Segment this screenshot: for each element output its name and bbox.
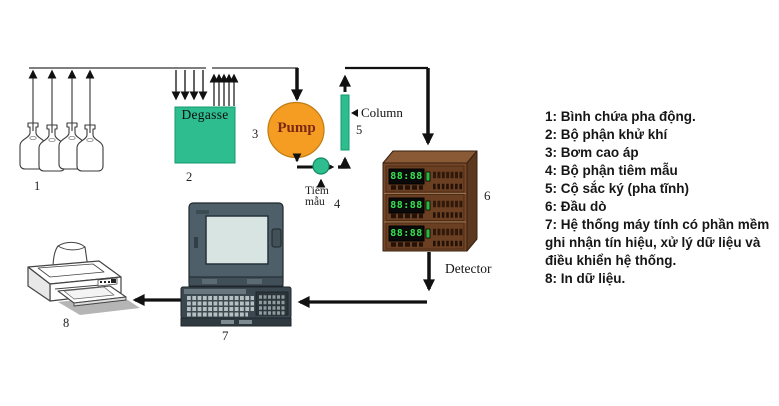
part-number-7: 7 xyxy=(222,328,229,343)
detector-unit xyxy=(382,150,478,252)
part-number-1: 1 xyxy=(34,179,41,193)
part-number-6: 6 xyxy=(484,188,491,203)
injector-label: Tiêm mẫu xyxy=(305,186,329,207)
pump-label: Pump xyxy=(277,120,316,136)
degasser-outlet-arrows xyxy=(209,73,239,106)
column-pointer-icon xyxy=(351,108,358,117)
part-number-5: 5 xyxy=(356,123,363,137)
bottle-tubes xyxy=(28,69,95,133)
part-number-8: 8 xyxy=(63,316,70,330)
printer xyxy=(27,241,140,315)
column-label: Column xyxy=(351,106,403,119)
degasser-inlet-arrows xyxy=(171,70,208,101)
part-number-4: 4 xyxy=(334,197,341,211)
injector-label-line1: Tiêm xyxy=(305,185,329,197)
legend-item: 6: Đầu dò xyxy=(545,199,607,214)
column-label-text: Column xyxy=(361,105,403,120)
legend-item: 2: Bộ phận khử khí xyxy=(545,127,668,142)
column-inlet-elbow xyxy=(338,156,351,169)
degasser-box xyxy=(174,106,236,164)
detector-caption: Detector xyxy=(445,261,492,276)
part-number-3: 3 xyxy=(252,127,259,141)
column-shape xyxy=(340,94,350,151)
legend-item: 1: Bình chứa pha động. xyxy=(545,109,696,124)
legend-item: 7: Hệ thống máy tính có phần mềm ghi nhậ… xyxy=(545,217,770,268)
legend: 1: Bình chứa pha động. 2: Bộ phận khử kh… xyxy=(545,108,779,288)
part-number-2: 2 xyxy=(186,170,193,184)
injector-valve xyxy=(312,157,330,175)
legend-item: 5: Cộ sắc ký (pha tĩnh) xyxy=(545,181,690,196)
degasser-label: Degasse xyxy=(181,107,229,122)
legend-item: 4: Bộ phận tiêm mẫu xyxy=(545,163,678,178)
detector-display-2: 88:88 xyxy=(390,200,423,211)
detector-display-3: 88:88 xyxy=(390,228,423,239)
detector-display-1: 88:88 xyxy=(390,171,423,182)
legend-item: 3: Bơm cao áp xyxy=(545,145,639,160)
legend-item: 8: In dữ liệu. xyxy=(545,271,626,286)
computer-workstation xyxy=(180,202,292,327)
injector-label-line2: mẫu xyxy=(305,195,325,208)
